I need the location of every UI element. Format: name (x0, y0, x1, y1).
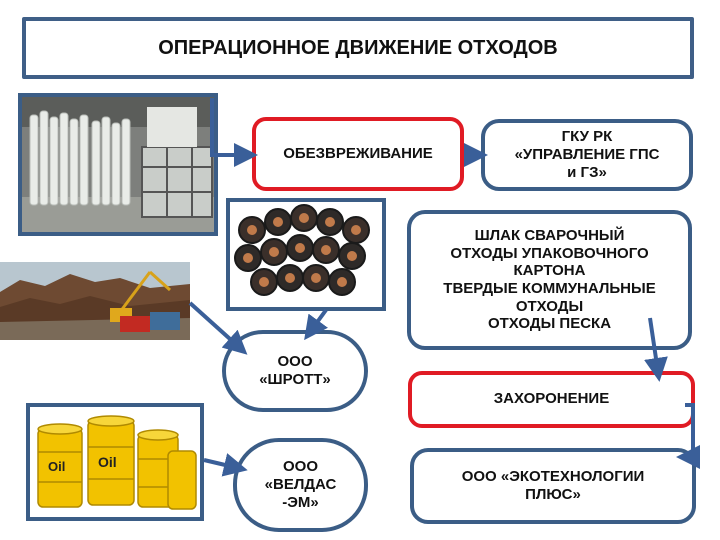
waste-type-2: ОТХОДЫ УПАКОВОЧНОГО (450, 244, 649, 262)
gku-rk-line-1: ГКУ РК (561, 127, 613, 145)
barrels-illustration: Oil Oil (30, 407, 200, 517)
barrel-label-1: Oil (48, 459, 65, 474)
page-title: ОПЕРАЦИОННОЕ ДВИЖЕНИЕ ОТХОДОВ (22, 17, 694, 79)
cables-photo (226, 198, 386, 311)
page-title-text: ОПЕРАЦИОННОЕ ДВИЖЕНИЕ ОТХОДОВ (158, 36, 558, 59)
arrow-barrels-to-veldas (203, 453, 248, 477)
veldas-box: ООО «ВЕЛДАС -ЭМ» (233, 438, 368, 532)
veldas-line-1: ООО (282, 457, 318, 475)
barrel-label-2: Oil (98, 454, 117, 470)
arrow-cables-to-shrott (304, 308, 328, 341)
waste-type-4: ТВЕРДЫЕ КОММУНАЛЬНЫЕ (443, 280, 656, 297)
oil-barrels-photo: Oil Oil (26, 403, 204, 521)
gku-rk-line-3: и ГЗ» (567, 164, 607, 182)
waste-type-6: ОТХОДЫ ПЕСКА (487, 315, 612, 333)
lamps-photo (18, 93, 218, 236)
gku-rk-line-2: «УПРАВЛЕНИЕ ГПС (514, 145, 660, 163)
gku-rk-box: ГКУ РК «УПРАВЛЕНИЕ ГПС и ГЗ» (481, 119, 693, 191)
burial-box: ЗАХОРОНЕНИЕ (408, 371, 695, 428)
waste-type-1: ШЛАК СВАРОЧНЫЙ (474, 226, 625, 244)
shrott-line-2: «ШРОТТ» (259, 371, 331, 388)
ecotech-line-1: ООО «ЭКОТЕХНОЛОГИИ (461, 467, 645, 485)
waste-type-5: ОТХОДЫ (515, 297, 584, 315)
scrap-illustration (0, 262, 190, 340)
cables-illustration (230, 202, 382, 307)
shrott-line-1: ООО (277, 352, 313, 370)
shrott-box: ООО «ШРОТТ» (222, 330, 368, 412)
scrap-metal-photo (0, 262, 190, 340)
burial-text: ЗАХОРОНЕНИЕ (493, 390, 610, 408)
waste-types-box: ШЛАК СВАРОЧНЫЙ ОТХОДЫ УПАКОВОЧНОГО КАРТО… (407, 210, 692, 350)
ecotech-line-2: ПЛЮС» (525, 486, 581, 503)
waste-type-3: КАРТОНА (513, 262, 586, 280)
veldas-line-3: -ЭМ» (282, 494, 319, 512)
ecotech-box: ООО «ЭКОТЕХНОЛОГИИ ПЛЮС» (410, 448, 696, 524)
neutralization-box: ОБЕЗВРЕЖИВАНИЕ (252, 117, 464, 191)
lamps-illustration (22, 97, 214, 232)
neutralization-text: ОБЕЗВРЕЖИВАНИЕ (283, 144, 433, 162)
veldas-line-2: «ВЕЛДАС (264, 475, 337, 493)
